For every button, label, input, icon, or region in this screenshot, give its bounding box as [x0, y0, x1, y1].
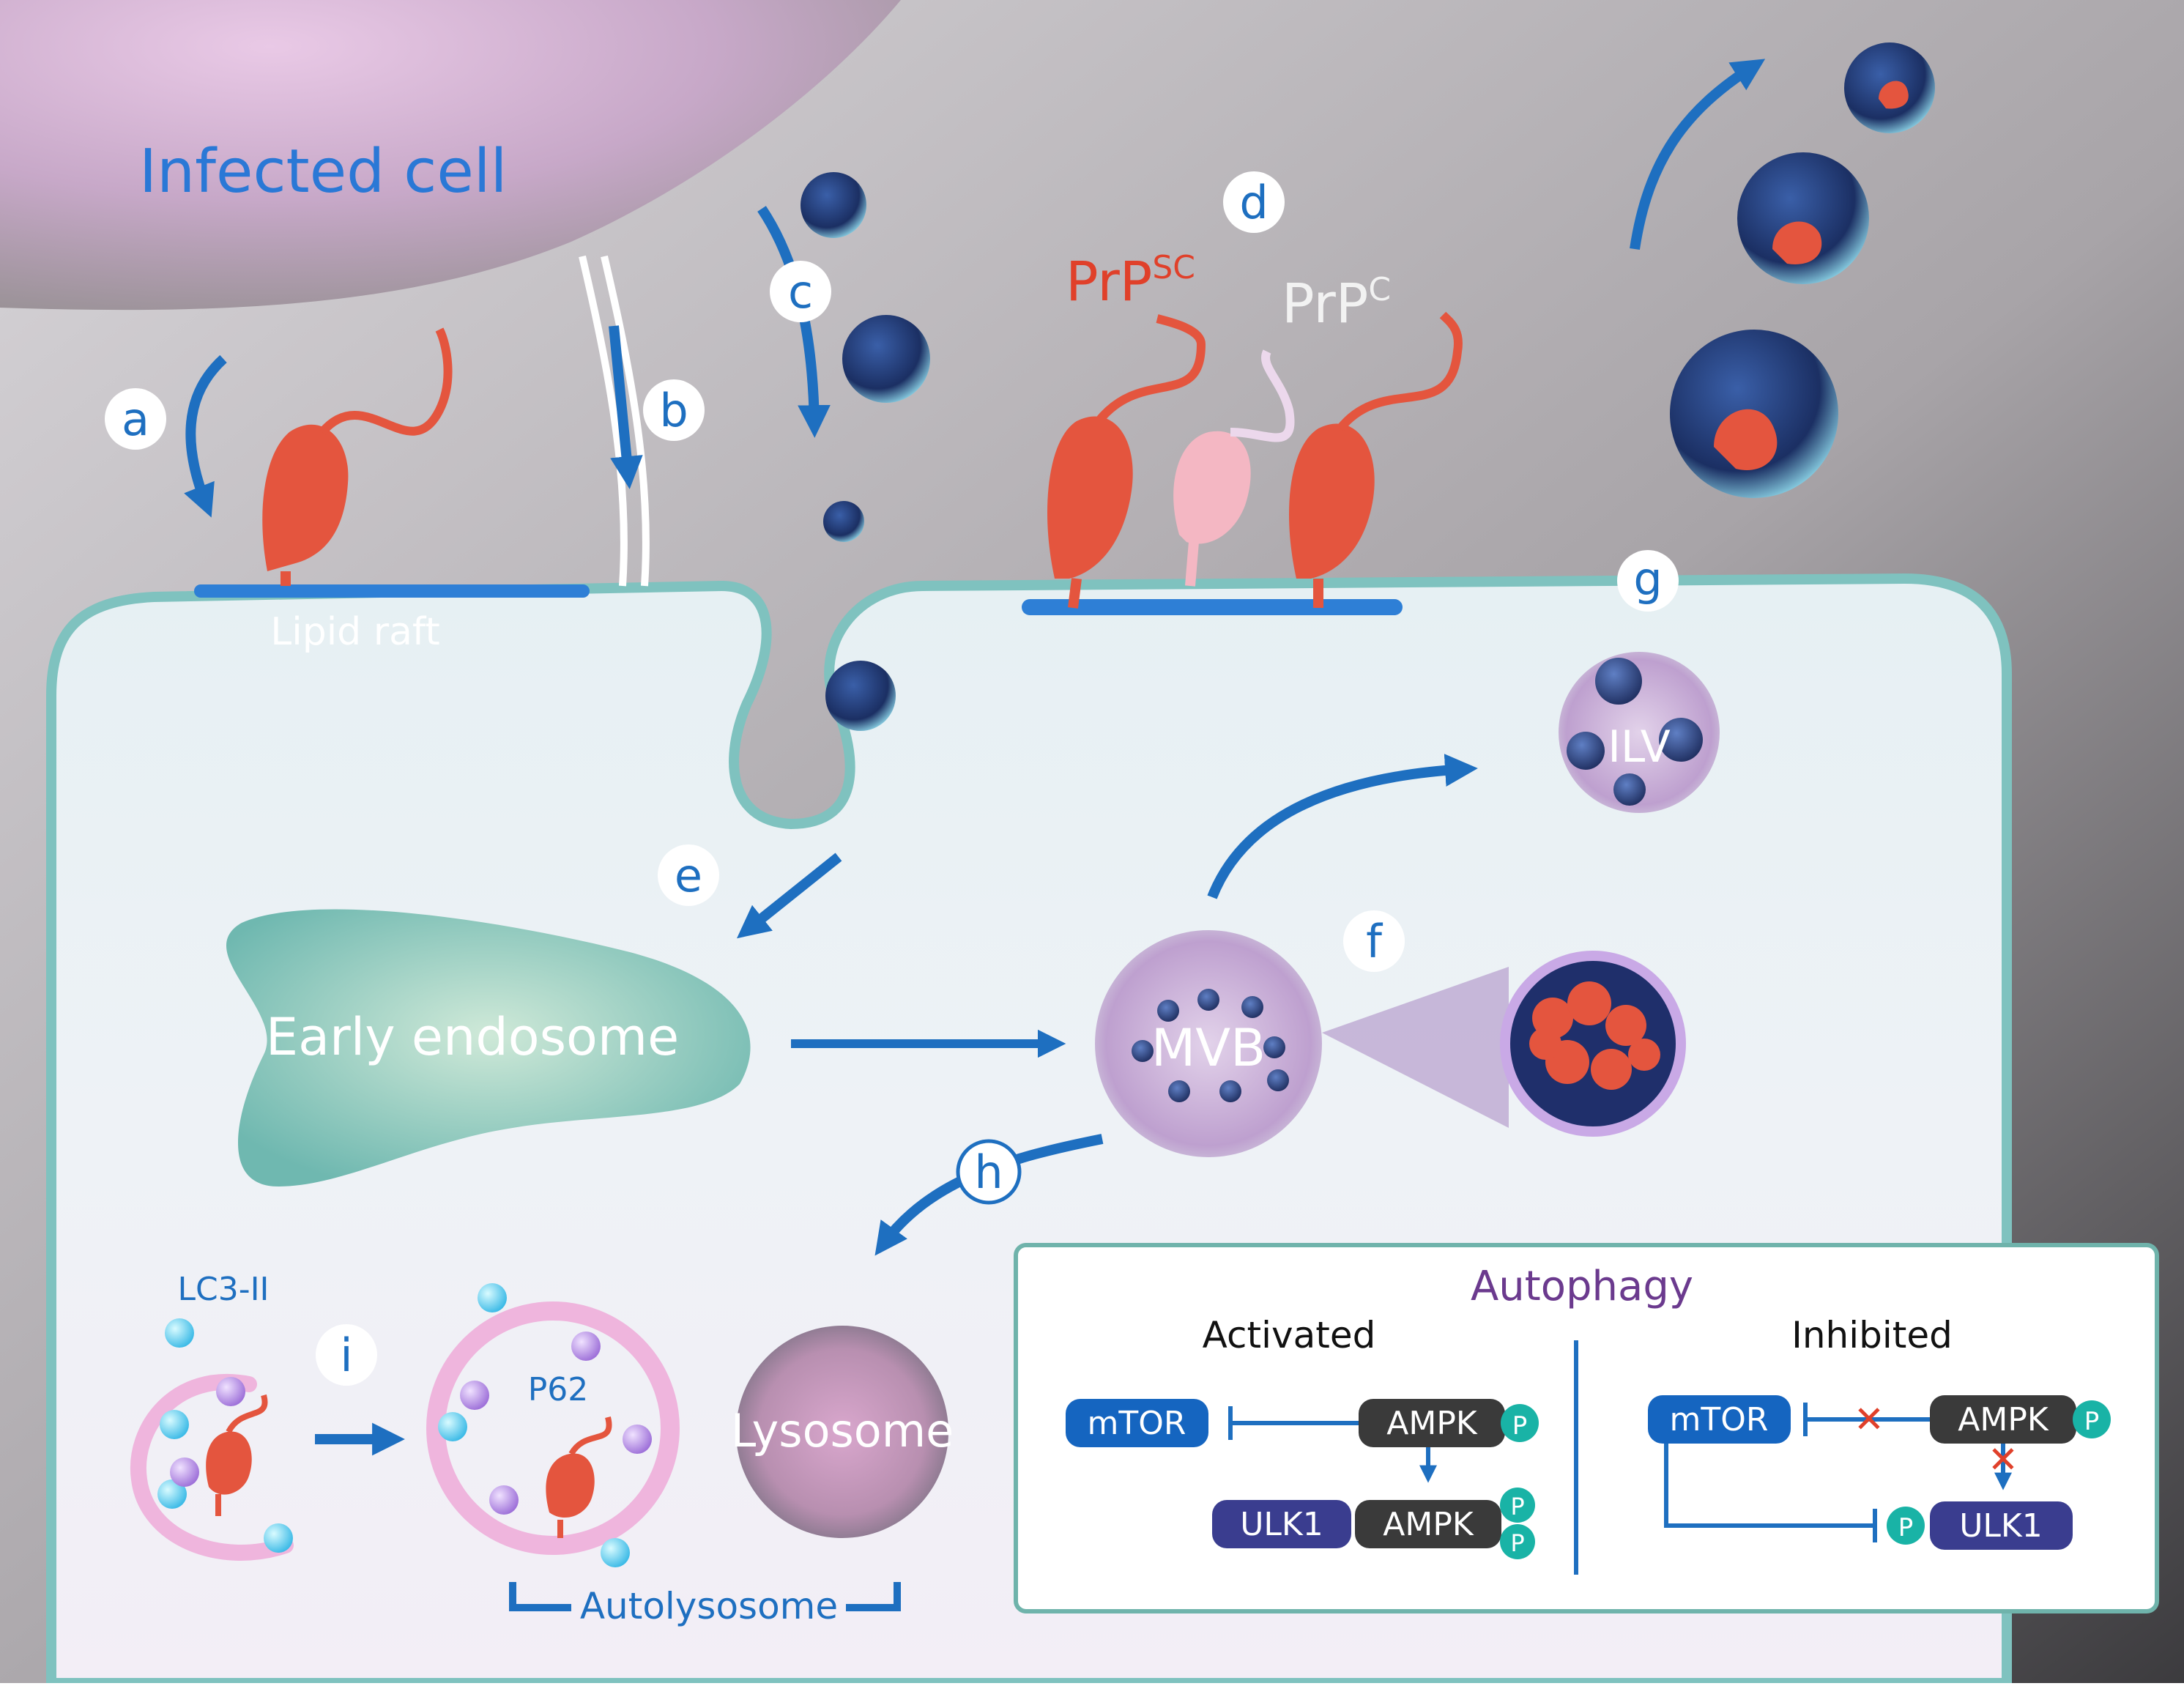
prion-aggregate [1529, 981, 1660, 1090]
ilv-label: ILV [1608, 721, 1671, 773]
svg-text:mTOR: mTOR [1670, 1401, 1769, 1438]
lysosome-label: Lysosome [731, 1404, 954, 1457]
step-g: g [1617, 550, 1679, 612]
step-c: c [770, 261, 831, 322]
autolysosome-label: Autolysosome [580, 1585, 838, 1627]
svg-text:b: b [659, 384, 688, 437]
activated-ampk: AMPK [1359, 1399, 1505, 1447]
svg-text:P: P [1510, 1529, 1524, 1557]
prpc-protein [1173, 349, 1295, 587]
inhibited-ampk: AMPK [1930, 1395, 2076, 1444]
step-b: b [643, 379, 705, 441]
svg-text:g: g [1633, 552, 1662, 606]
autophagosome [426, 1301, 680, 1555]
svg-text:ULK1: ULK1 [1959, 1507, 2043, 1545]
p62-label: P62 [528, 1371, 589, 1408]
svg-text:f: f [1366, 915, 1383, 968]
svg-text:d: d [1239, 176, 1268, 229]
prpsc-protein-d1 [1047, 314, 1206, 609]
activated-heading: Activated [1203, 1314, 1376, 1356]
step-e: e [658, 844, 719, 906]
lipid-raft-label: Lipid raft [270, 610, 439, 654]
autophagy-title: Autophagy [1471, 1263, 1693, 1310]
nanotube [579, 255, 628, 587]
lc3-label: LC3-II [177, 1271, 269, 1308]
arrow-b [609, 325, 643, 489]
activated-inhibit-line [1228, 1406, 1359, 1440]
lc3-dots [157, 1318, 293, 1553]
exosome [825, 661, 896, 731]
svg-text:P: P [1512, 1411, 1528, 1441]
activated-mtor: mTOR [1066, 1399, 1208, 1447]
activated-ampk-complex: AMPK [1355, 1500, 1501, 1548]
mvb-vesicles [1132, 989, 1289, 1102]
svg-text:mTOR: mTOR [1088, 1405, 1186, 1442]
lysosome [736, 1326, 948, 1538]
lipid-raft-right [1022, 599, 1403, 615]
zoom-cone [1322, 967, 1509, 1128]
phagophore-prion [206, 1394, 268, 1516]
arrow-a [184, 354, 227, 518]
prpsc-protein-left [262, 327, 453, 586]
svg-text:AMPK: AMPK [1383, 1506, 1474, 1543]
step-d: d [1223, 171, 1285, 233]
exosome [842, 315, 930, 403]
mvb [1095, 930, 1322, 1157]
activated-phospho-pair: P P [1500, 1488, 1535, 1559]
svg-text:e: e [675, 849, 702, 902]
arrow-release [1630, 59, 1766, 250]
arrow-e [737, 853, 842, 939]
prpc-label: PrPC [1282, 271, 1391, 335]
lipid-raft-left [194, 584, 590, 598]
p62-dots [438, 1283, 652, 1567]
step-h: h [956, 1139, 1022, 1205]
autophagy-panel: Autophagy Activated mTOR AMPK P ULK1 AMP… [1014, 1243, 2159, 1613]
step-i: i [316, 1324, 377, 1386]
prpsc-protein-d2 [1289, 311, 1463, 608]
prpsc-label: PrPSC [1066, 249, 1195, 313]
activated-ulk1: ULK1 [1212, 1500, 1351, 1548]
svg-text:P: P [2084, 1407, 2100, 1436]
autophagosome-prion [546, 1416, 612, 1538]
early-endosome [226, 909, 751, 1186]
arrow-mvb-ilv [1207, 754, 1478, 899]
early-endosome-label: Early endosome [266, 1007, 679, 1067]
svg-text:i: i [340, 1329, 352, 1382]
inhibited-heading: Inhibited [1791, 1314, 1953, 1356]
inhibited-mtor-inhibit [1664, 1444, 1877, 1542]
exosome [801, 172, 866, 238]
infected-cell-title: Infected cell [139, 137, 507, 207]
step-f: f [1343, 910, 1405, 972]
inhibited-inhibit-line [1803, 1403, 1930, 1436]
inhibited-mtor: mTOR [1648, 1395, 1791, 1444]
mvb-label: MVB [1151, 1018, 1266, 1078]
step-a: a [105, 388, 166, 450]
svg-text:AMPK: AMPK [1958, 1401, 2049, 1438]
infected-cell [0, 0, 901, 311]
exosome [823, 501, 864, 542]
autolysosome-bracket [509, 1582, 901, 1611]
activated-phospho: P [1501, 1404, 1539, 1442]
svg-text:a: a [122, 393, 149, 446]
inhibited-phospho-ulk: P [1887, 1507, 1925, 1545]
inhibited-phospho: P [2073, 1400, 2111, 1438]
svg-text:P: P [1898, 1513, 1914, 1542]
svg-text:P: P [1510, 1493, 1524, 1520]
released-exosome [1737, 152, 1869, 284]
inhibited-block-x: ✕ [1854, 1398, 1884, 1441]
svg-text:h: h [974, 1145, 1003, 1199]
svg-text:c: c [788, 265, 813, 319]
inhibited-ulk1: ULK1 [1930, 1501, 2073, 1550]
svg-text:AMPK: AMPK [1386, 1405, 1478, 1442]
phagophore [130, 1373, 294, 1561]
inhibited-block-x2: ✕ [1988, 1438, 2018, 1481]
svg-text:ULK1: ULK1 [1240, 1506, 1323, 1543]
